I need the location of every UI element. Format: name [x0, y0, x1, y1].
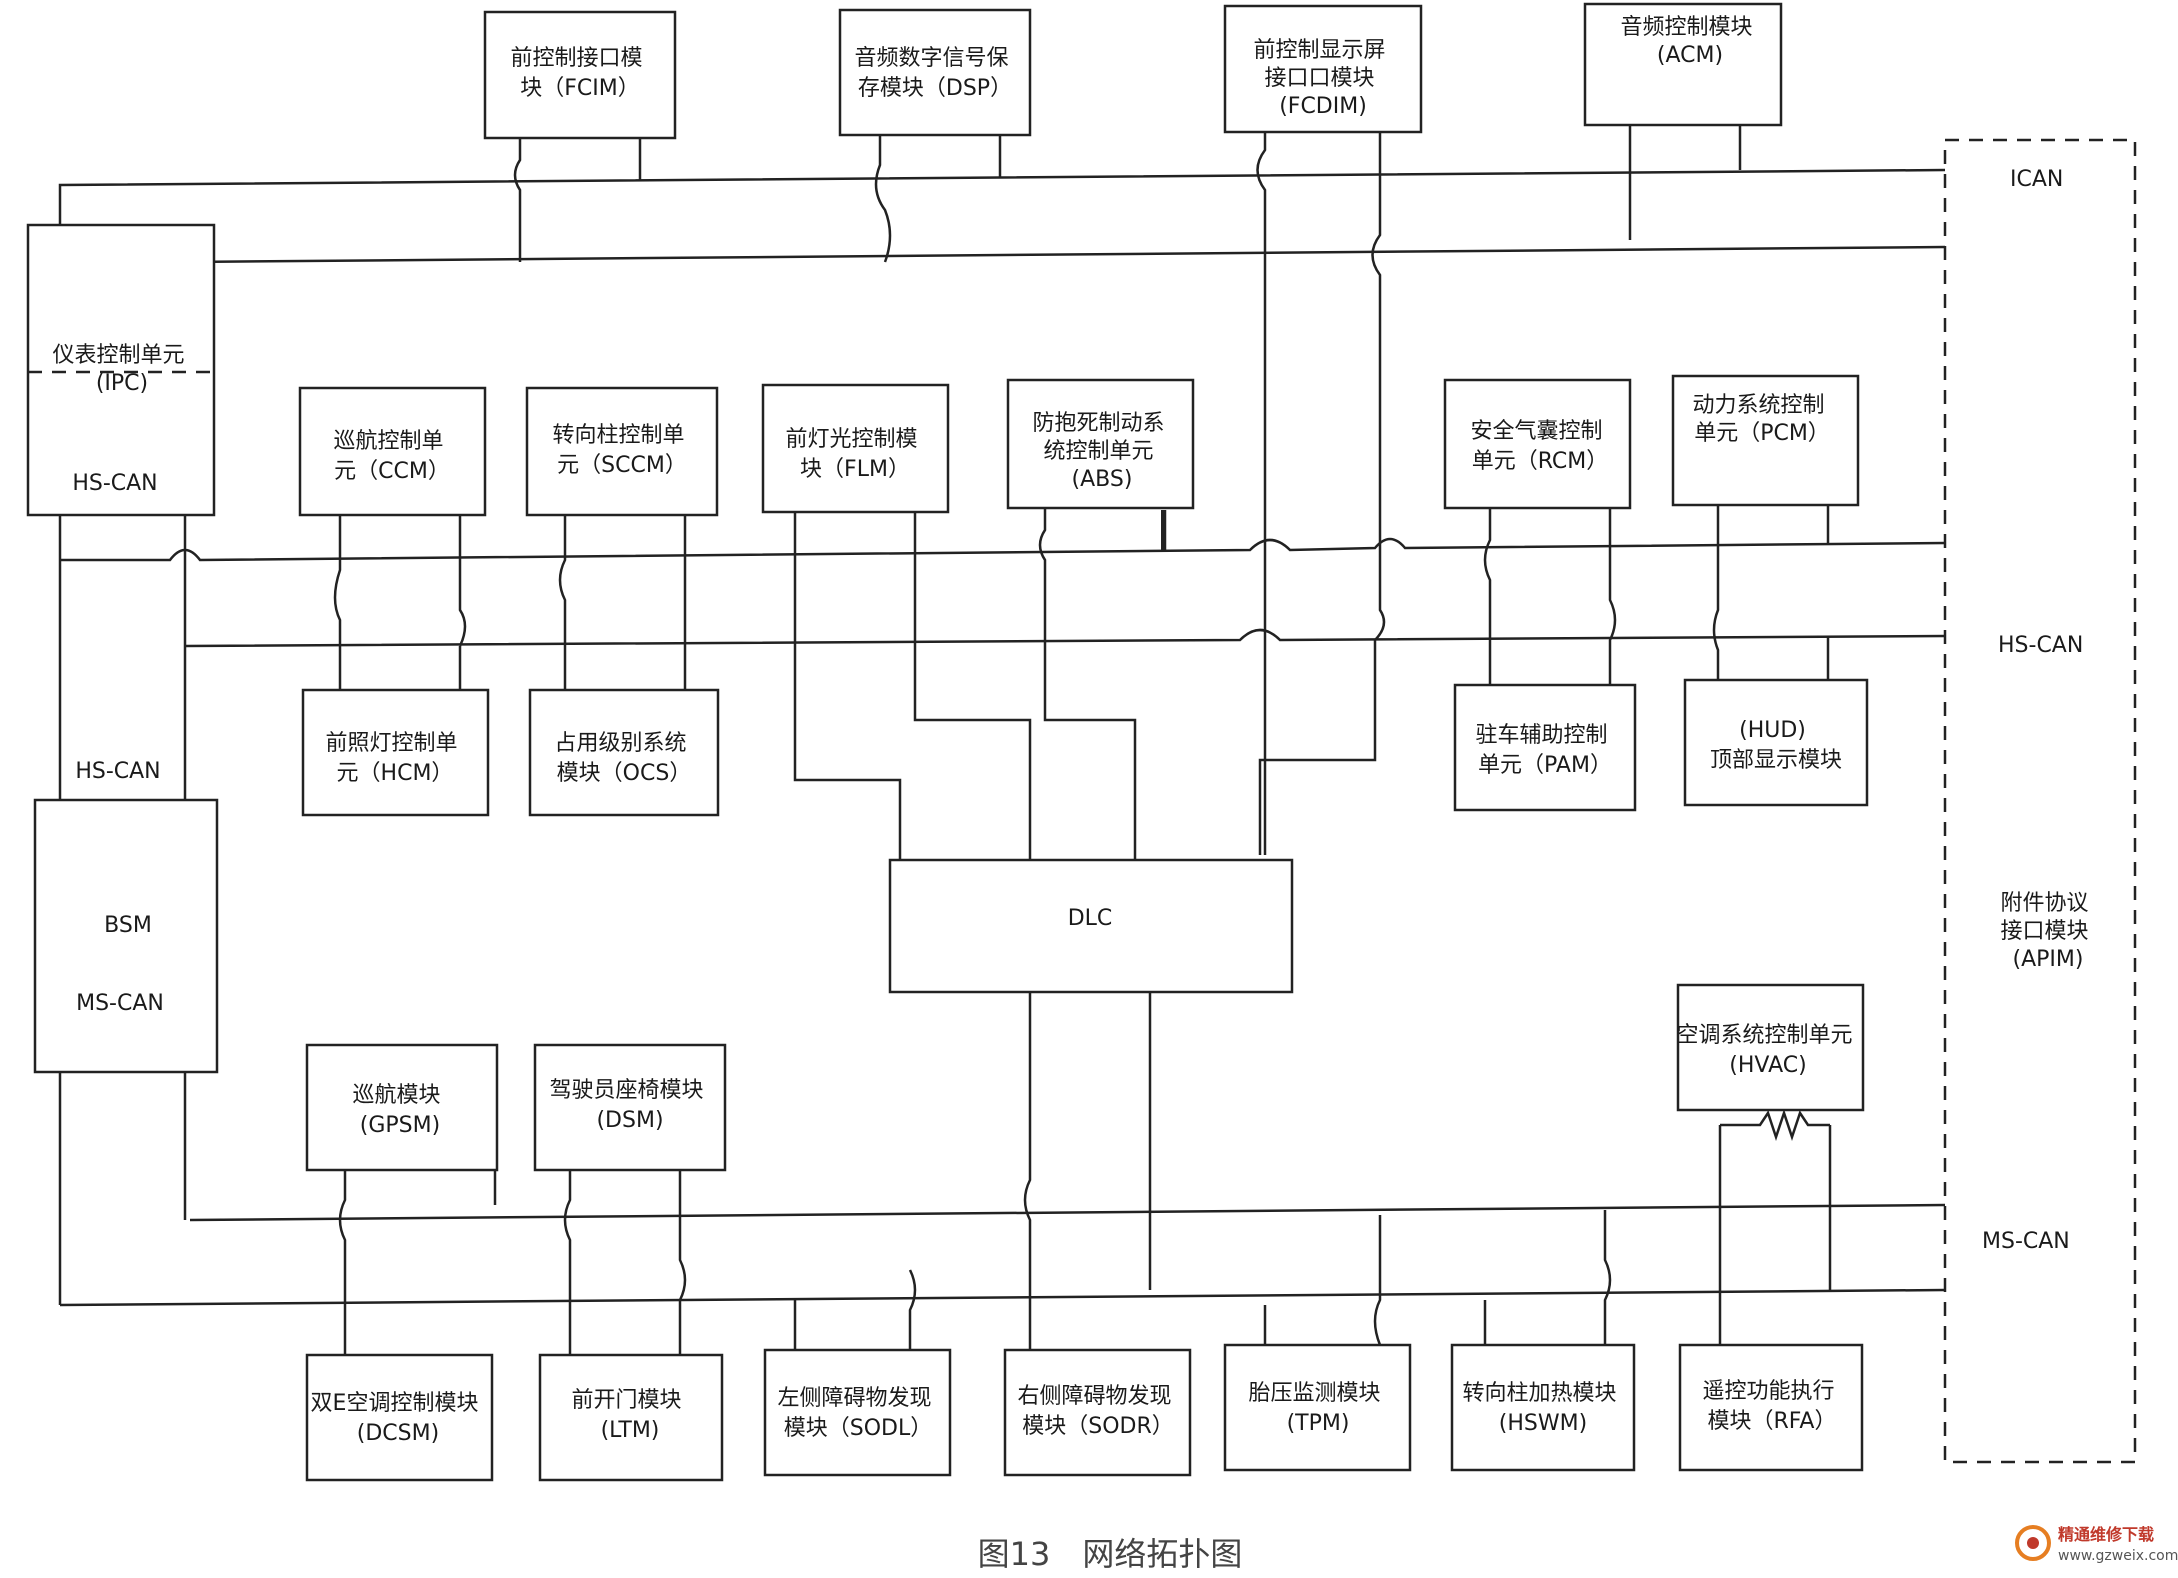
abs-label: 防抱死制动系 统控制单元 (ABS)	[1032, 411, 1171, 492]
ican-label: ICAN	[2010, 167, 2063, 192]
sodr-box	[1003, 1348, 1192, 1477]
sodl-label: 左侧障碍物发现 模块（SODL）	[777, 1386, 938, 1441]
figure-caption: 图13 网络拓扑图	[978, 1535, 1243, 1573]
dcsm-box	[305, 1353, 494, 1482]
module-labels: 前控制接口模 块（FCIM） 音频数字信号保 存模块（DSP） 前控制显示屏 接…	[52, 15, 2095, 1446]
flm-box	[761, 383, 950, 514]
bsm-name-label: BSM	[104, 913, 152, 938]
watermark-logo-icon	[2015, 1525, 2051, 1561]
pcm-box	[1671, 374, 1860, 507]
hscan-bus-upper	[60, 537, 1946, 562]
ocs-label: 占用级别系统 模块（OCS）	[554, 731, 693, 786]
acm-box	[1583, 2, 1783, 127]
sccm-box	[525, 386, 719, 517]
gpsm-box	[305, 1043, 499, 1172]
hswm-label: 转向柱加热模块 (HSWM)	[1462, 1381, 1623, 1436]
hvac-box	[1676, 983, 1865, 1112]
tpm-label: 胎压监测模块 (TPM)	[1248, 1381, 1387, 1436]
fcdim-label: 前控制显示屏 接口口模块 (FCDIM)	[1253, 38, 1392, 119]
hud-label: (HUD) 顶部显示模块	[1710, 718, 1842, 773]
mscan-bus-lower	[59, 1288, 1946, 1307]
ican-bus-upper	[58, 168, 1946, 250]
rfa-label: 遥控功能执行 模块（RFA）	[1702, 1379, 1841, 1434]
bsm-top-label: HS-CAN	[75, 759, 160, 784]
dsm-label: 驾驶员座椅模块 (DSM)	[549, 1078, 710, 1133]
dlc-label: DLC	[1068, 906, 1113, 931]
hcm-label: 前照灯控制单 元（HCM）	[325, 731, 464, 786]
hscan-bus-lower	[184, 628, 1946, 648]
hvac-label: 空调系统控制单元 (HVAC)	[1676, 1023, 1859, 1078]
connections	[58, 125, 1832, 1360]
pcm-label: 动力系统控制 单元（PCM）	[1692, 393, 1831, 446]
ipc-label: 仪表控制单元 (IPC)	[52, 343, 191, 396]
fcim-label: 前控制接口模 块（FCIM）	[510, 46, 649, 101]
bsm-bottom-label: MS-CAN	[76, 991, 164, 1016]
acm-label: 音频控制模块 (ACM)	[1620, 15, 1759, 68]
ipc-box	[26, 223, 216, 517]
rcm-label: 安全气囊控制 单元（RCM）	[1470, 419, 1609, 474]
mscan-label: MS-CAN	[1982, 1229, 2070, 1254]
fcim-box	[483, 10, 677, 140]
hscan-label: HS-CAN	[1998, 633, 2083, 658]
dcsm-label: 双E空调控制模块 (DCSM)	[311, 1391, 486, 1446]
fcdim-box	[1223, 4, 1423, 134]
ocs-box	[528, 688, 720, 817]
watermark: 精通维修下载 www.gzweix.com	[2015, 1525, 2178, 1564]
watermark-url: www.gzweix.com	[2058, 1548, 2178, 1564]
ltm-box	[538, 1353, 724, 1482]
hud-box	[1683, 678, 1869, 807]
dsp-label: 音频数字信号保 存模块（DSP）	[854, 46, 1015, 101]
sodl-box	[763, 1348, 952, 1477]
ipc-bus-label: HS-CAN	[72, 471, 157, 496]
pam-box	[1453, 683, 1637, 812]
resistor-icon	[1720, 1109, 1830, 1141]
hswm-box	[1450, 1343, 1636, 1472]
hcm-box	[301, 688, 490, 817]
watermark-name: 精通维修下载	[2058, 1525, 2154, 1544]
dsp-box	[838, 8, 1032, 137]
module-boxes	[26, 2, 2137, 1482]
apim-box	[1943, 138, 2137, 1464]
dlc-box	[888, 858, 1294, 994]
sodr-label: 右侧障碍物发现 模块（SODR）	[1017, 1384, 1178, 1439]
pam-label: 驻车辅助控制 单元（PAM）	[1475, 723, 1614, 778]
abs-box	[1006, 378, 1195, 510]
apim-label: 附件协议 接口模块 (APIM)	[2000, 891, 2095, 972]
ccm-box	[298, 386, 487, 517]
bus-labels: ICAN HS-CAN MS-CAN	[1982, 167, 2083, 1254]
ican-bus-lower	[184, 245, 1946, 264]
ccm-label: 巡航控制单 元（CCM）	[333, 429, 450, 484]
mscan-bus-upper	[189, 1203, 1946, 1222]
ltm-label: 前开门模块 (LTM)	[571, 1388, 688, 1443]
rcm-box	[1443, 378, 1632, 510]
flm-label: 前灯光控制模 块（FLM）	[785, 427, 924, 482]
dsm-box	[533, 1043, 727, 1172]
bsm-box	[33, 798, 219, 1074]
rfa-box	[1678, 1343, 1864, 1472]
tpm-box	[1223, 1343, 1412, 1472]
sccm-label: 转向柱控制单 元（SCCM）	[552, 423, 691, 478]
gpsm-label: 巡航模块 (GPSM)	[352, 1083, 447, 1138]
